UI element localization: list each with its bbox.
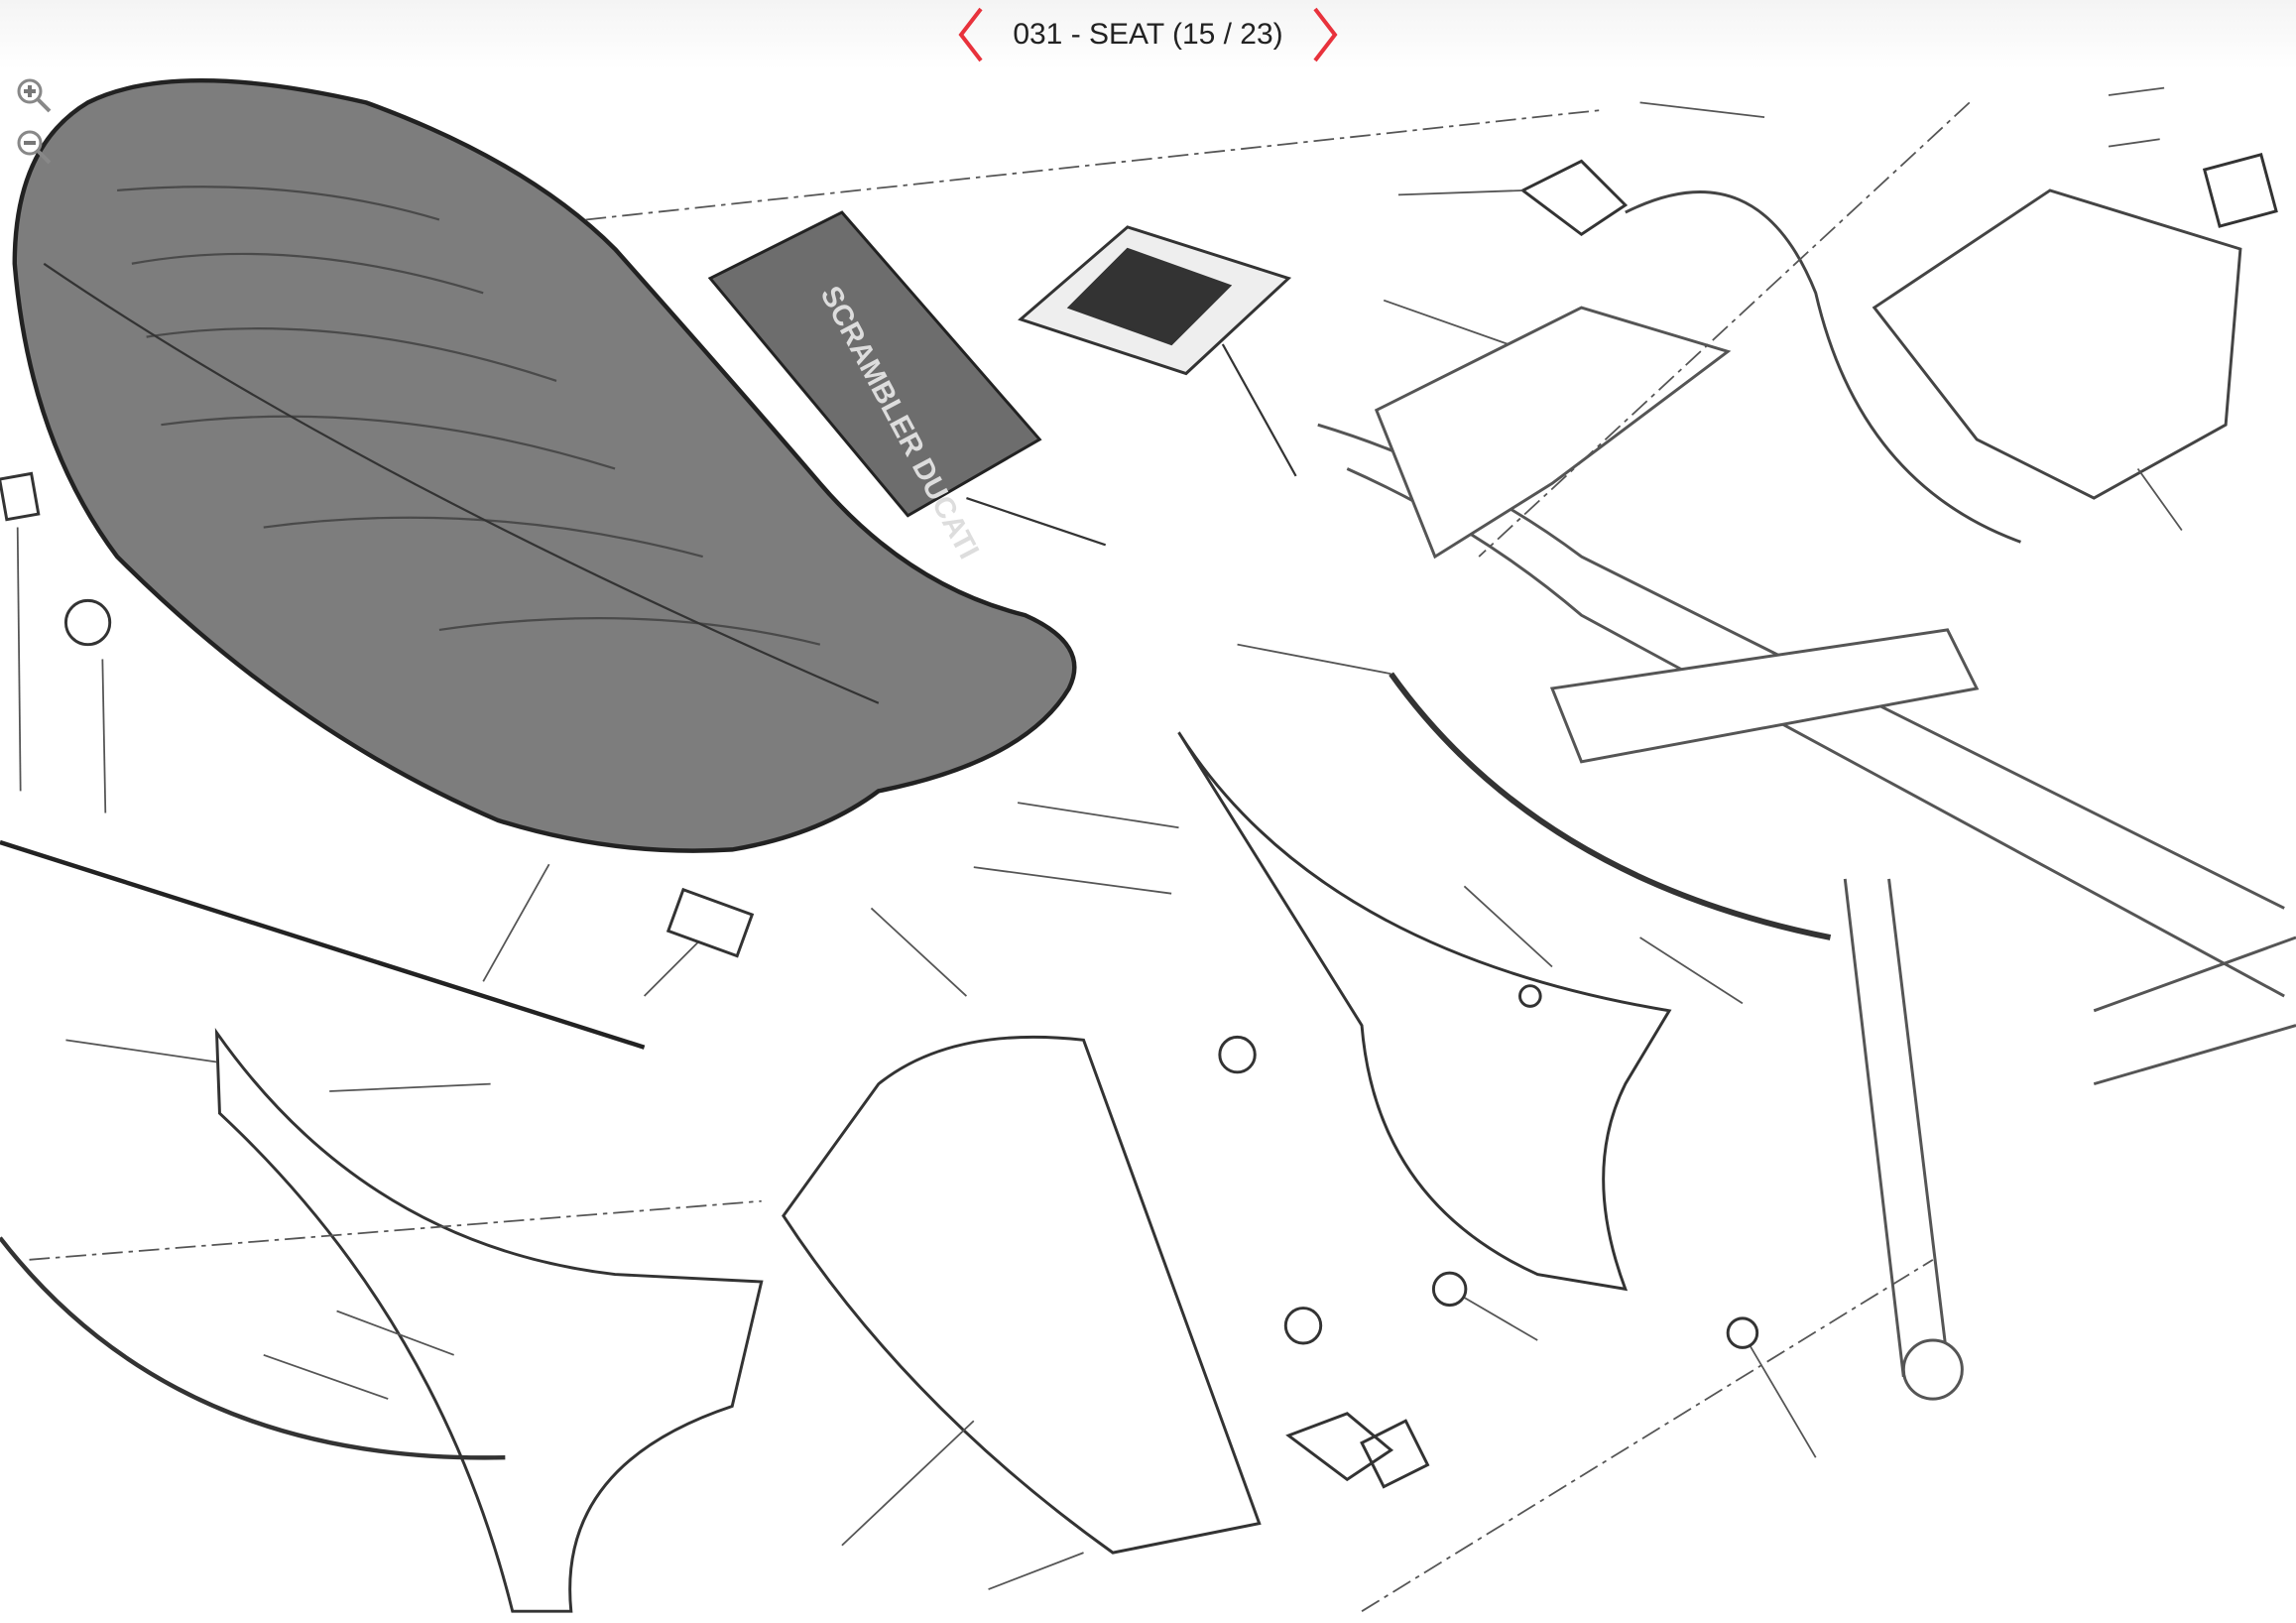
- owner-manual-part[interactable]: [1018, 225, 1297, 477]
- zoom-in-icon[interactable]: [14, 75, 54, 115]
- zoom-out-icon[interactable]: [14, 127, 54, 167]
- side-panel-left[interactable]: [214, 1028, 764, 1613]
- side-panel-center[interactable]: [782, 1035, 1262, 1555]
- chevron-left-icon[interactable]: [951, 5, 991, 64]
- chevron-right-icon[interactable]: [1305, 5, 1345, 64]
- seat-part[interactable]: [12, 77, 1077, 853]
- tray-part[interactable]: [1872, 188, 2242, 500]
- diagram-title: 031 - SEAT (15 / 23): [1013, 18, 1283, 51]
- side-panel-right[interactable]: [1177, 731, 1672, 1292]
- zoom-tools: [14, 75, 54, 167]
- rear-frame-part[interactable]: [1317, 306, 2296, 1401]
- diagram-header: 031 - SEAT (15 / 23): [0, 0, 2296, 69]
